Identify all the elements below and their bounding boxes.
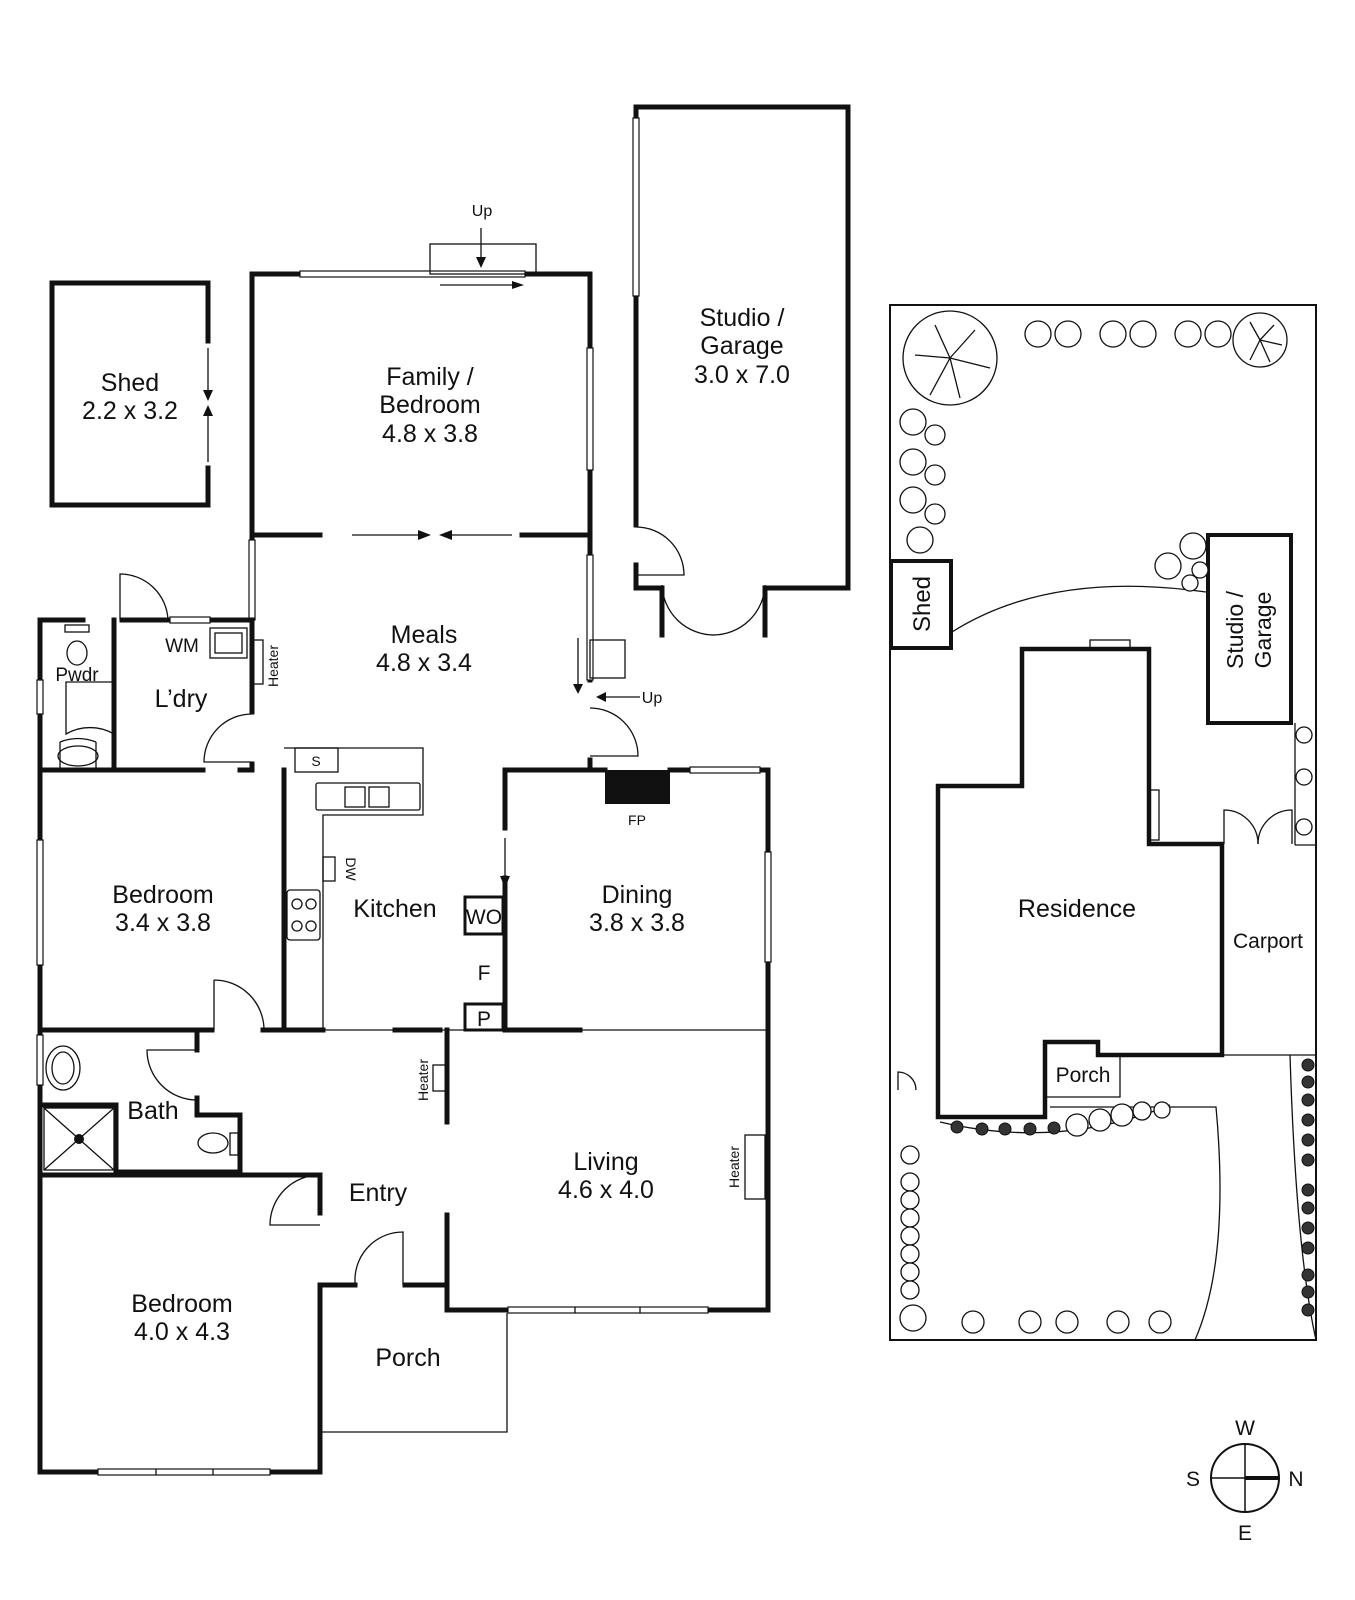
heater-label-laundry: Heater <box>265 645 281 687</box>
family-label-1: Family / <box>386 363 474 391</box>
bedroom-middle-dims: 3.4 x 3.8 <box>115 909 211 937</box>
family-bedroom-room: Up Family / Bedroom 4.8 x 3.8 <box>248 203 594 623</box>
powder-label: Pwdr <box>55 665 99 686</box>
dining-room: FP Dining 3.8 x 3.8 <box>589 770 685 937</box>
laundry-powder-rooms: Pwdr WM Heater L’dry <box>37 573 281 773</box>
compass-n: N <box>1288 1468 1303 1491</box>
dining-dims: 3.8 x 3.8 <box>589 909 685 937</box>
dining-label: Dining <box>602 881 673 909</box>
porch-area: Porch <box>320 1313 508 1433</box>
entry-label: Entry <box>349 1179 408 1207</box>
compass-icon: W S N E <box>1186 1417 1304 1545</box>
fireplace-label: FP <box>628 812 646 828</box>
compass-w: W <box>1235 1417 1255 1440</box>
entry-room: Heater Entry <box>37 1027 450 1288</box>
shed-room: Shed 2.2 x 3.2 <box>49 280 213 508</box>
wo-label: WO <box>466 906 502 929</box>
heater-label-entry: Heater <box>415 1059 431 1101</box>
shrub-icon <box>899 320 1313 1334</box>
living-room: Heater Living 4.6 x 4.0 <box>558 1134 766 1204</box>
up-label-top: Up <box>472 203 493 220</box>
up-label-side: Up <box>642 690 663 707</box>
family-dims: 4.8 x 3.8 <box>382 420 478 448</box>
bedroom-middle-label: Bedroom <box>112 881 213 909</box>
meals-room: Meals 4.8 x 3.4 Up <box>376 554 663 757</box>
living-label: Living <box>573 1148 638 1176</box>
bedroom-front-label: Bedroom <box>131 1290 232 1318</box>
compass-s: S <box>1186 1468 1200 1491</box>
studio-garage-room: Studio / Garage 3.0 x 7.0 <box>632 104 851 638</box>
hedge-icon <box>950 1058 1315 1317</box>
studio-dims: 3.0 x 7.0 <box>694 361 790 389</box>
dw-label: DW <box>343 857 359 881</box>
studio-label-2: Garage <box>700 332 783 360</box>
site-carport-label: Carport <box>1233 930 1303 953</box>
site-porch-label: Porch <box>1056 1064 1111 1087</box>
laundry-label: L’dry <box>155 685 208 713</box>
sink-s-label: S <box>311 753 320 769</box>
living-dims: 4.6 x 4.0 <box>558 1176 654 1204</box>
compass-e: E <box>1238 1522 1252 1545</box>
site-studio-label-1: Studio / <box>1222 590 1248 669</box>
meals-label: Meals <box>391 621 458 649</box>
bedroom-middle-room: Bedroom 3.4 x 3.8 <box>37 881 768 1033</box>
wm-label: WM <box>165 636 199 657</box>
heater-label-living: Heater <box>726 1146 742 1188</box>
family-label-2: Bedroom <box>379 391 480 419</box>
shed-label: Shed <box>101 369 159 397</box>
meals-dims: 4.8 x 3.4 <box>376 649 472 677</box>
porch-label: Porch <box>375 1344 440 1372</box>
site-residence-label: Residence <box>1018 895 1136 923</box>
pantry-label: P <box>477 1008 491 1031</box>
site-shed-label: Shed <box>909 576 936 632</box>
site-plan: Shed Studio / Garage Residence Porch Car… <box>889 304 1317 1341</box>
kitchen-room: S DW WO F P Kitchen <box>281 747 593 1033</box>
studio-label-1: Studio / <box>700 304 785 332</box>
bath-room: Bath <box>37 1030 243 1175</box>
tree-icon <box>902 310 998 406</box>
bath-label: Bath <box>127 1097 178 1125</box>
shed-dims: 2.2 x 3.2 <box>82 397 178 425</box>
bedroom-front-room: Bedroom 4.0 x 4.3 <box>131 1290 232 1346</box>
fridge-label: F <box>478 962 491 985</box>
kitchen-label: Kitchen <box>353 895 436 923</box>
bedroom-front-dims: 4.0 x 4.3 <box>134 1318 230 1346</box>
site-studio-label-2: Garage <box>1250 592 1276 669</box>
tree-icon <box>1232 312 1288 368</box>
